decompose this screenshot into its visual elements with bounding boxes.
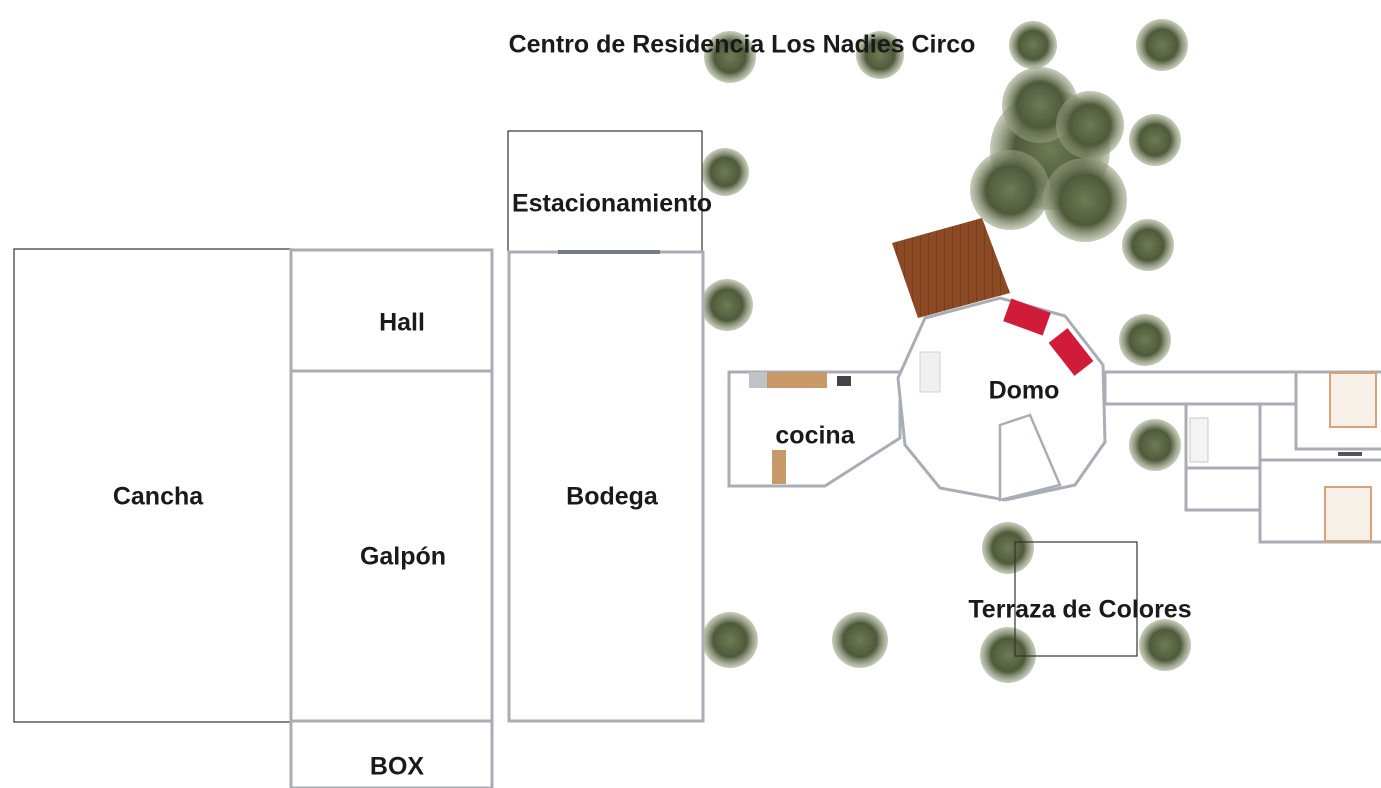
tree-icon: [1122, 219, 1174, 271]
terraza-area: [1014, 541, 1138, 657]
tree-icon: [980, 627, 1036, 683]
utility-room: [1184, 466, 1262, 512]
bathtub-icon: [1189, 417, 1209, 463]
cancha-area: [13, 248, 293, 723]
large-tree-icon: [970, 67, 1127, 242]
tree-icon: [701, 279, 753, 331]
map-title: Centro de Residencia Los Nadies Circo: [508, 30, 976, 59]
tree-icon: [704, 31, 756, 83]
tree-icon: [832, 612, 888, 668]
room-label-cocina: cocina: [775, 421, 855, 450]
room-label-domo: Domo: [988, 376, 1060, 405]
bed-icon: [1329, 372, 1377, 428]
estacionamiento-area: [507, 130, 703, 253]
tree-icon: [1129, 419, 1181, 471]
tree-icon: [982, 522, 1034, 574]
room-label-estacionamiento: Estacionamiento: [511, 189, 713, 218]
room-label-box: BOX: [369, 752, 425, 781]
counter: [767, 372, 827, 388]
sofa-icon: [1003, 298, 1051, 336]
domo-table: [919, 351, 941, 393]
tree-icon: [1119, 314, 1171, 366]
room-label-bodega: Bodega: [566, 482, 658, 511]
room-label-galpon: Galpón: [359, 542, 447, 571]
tree-icon: [1129, 114, 1181, 166]
domo-building: [727, 296, 1381, 544]
hall-room: [289, 248, 494, 373]
room-label-terraza: Terraza de Colores: [968, 595, 1192, 624]
domo-bath: [998, 413, 1062, 502]
bed-icon: [1324, 486, 1372, 542]
sofa-icon: [1048, 328, 1094, 376]
bodega-room: [507, 250, 705, 723]
tree-icon: [1009, 21, 1057, 69]
tree-icon: [702, 612, 758, 668]
box-room: [289, 719, 494, 788]
galpon-room: [289, 369, 494, 723]
tree-icon: [856, 31, 904, 79]
wood-deck: [892, 218, 1010, 318]
cocina-room: [727, 370, 902, 488]
tree-icon: [701, 148, 749, 196]
stove-icon: [837, 376, 851, 386]
trees-group: [701, 19, 1191, 683]
tv-icon: [1338, 452, 1362, 456]
sink-icon: [749, 372, 767, 388]
furniture: [749, 298, 1377, 542]
table: [772, 450, 786, 484]
room-label-hall: Hall: [379, 308, 425, 337]
tree-icon: [1139, 619, 1191, 671]
left-buildings: [13, 130, 705, 788]
tree-icon: [1136, 19, 1188, 71]
room-label-cancha: Cancha: [112, 482, 204, 511]
